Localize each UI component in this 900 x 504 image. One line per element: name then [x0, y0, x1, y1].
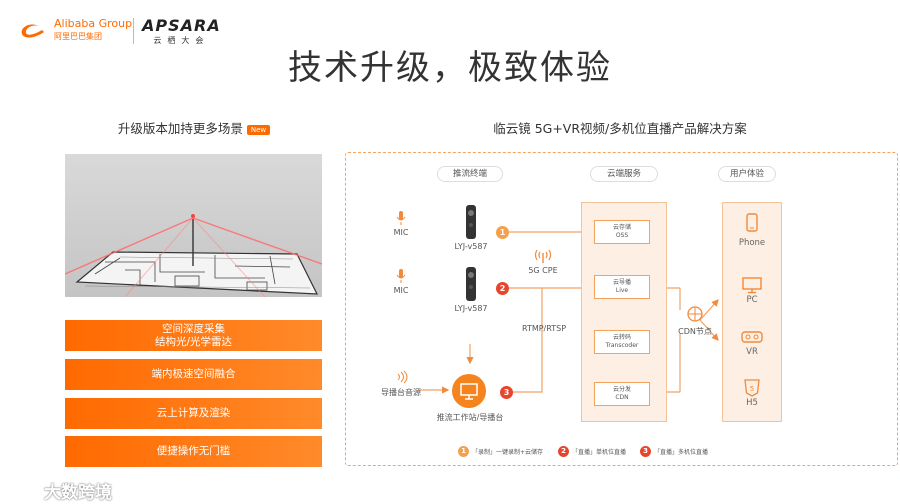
node-label-en: OSS — [615, 232, 629, 239]
legend-item-1: 1 「录制」一键录制+云储存 — [458, 446, 543, 457]
scan-scene-image — [65, 154, 322, 297]
node-cdn: 云分发 CDN — [594, 382, 650, 406]
left-panel-title-text: 升级版本加持更多场景 — [117, 121, 243, 136]
node-label-cn: 云分发 — [612, 386, 631, 393]
camera-device-icon — [466, 205, 476, 239]
section-push-terminal: 推流终端 — [437, 166, 503, 182]
apsara-logo: APSARA 云栖大会 — [142, 16, 221, 46]
feature-depth-capture: 空间深度采集 结构光/光学雷达 — [65, 320, 322, 351]
microphone-icon — [396, 211, 406, 225]
workstation-label: 推流工作站/导播台 — [436, 413, 504, 422]
svg-text:5: 5 — [750, 385, 754, 393]
section-user-experience: 用户体验 — [718, 166, 776, 182]
node-transcoder: 云转码 Transcoder — [594, 330, 650, 354]
apsara-brand-text: APSARA — [142, 16, 221, 35]
ux-vr-label: VR — [746, 347, 758, 357]
user-experience-panel — [722, 202, 782, 422]
camera-label-1: LYJ-v587 — [454, 242, 488, 251]
ux-phone-label: Phone — [738, 238, 766, 248]
ux-h5-label: H5 — [746, 398, 758, 408]
legend-text: 「直播」单机位直播 — [572, 449, 627, 456]
feature-label: 便捷操作无门槛 — [156, 445, 231, 457]
step-number-2: 2 — [496, 282, 509, 295]
feature-label: 空间深度采集 — [162, 322, 225, 335]
apsara-cn-text: 云栖大会 — [153, 36, 210, 45]
slide-title: 技术升级，极致体验 — [288, 48, 612, 88]
solution-title: 临云镜 5G+VR视频/多机位直播产品解决方案 — [493, 121, 747, 136]
logo-divider — [133, 18, 134, 44]
legend-number: 3 — [640, 446, 651, 457]
ux-pc-label: PC — [746, 295, 758, 305]
feature-label: 端内极速空间融合 — [151, 368, 236, 380]
watermark-logo-icon — [9, 482, 36, 499]
alibaba-brand-text: Alibaba Group — [54, 17, 133, 30]
legend-text: 「直播」多机位直播 — [654, 449, 709, 456]
feature-cloud-render: 云上计算及渲染 — [65, 398, 322, 429]
feature-sublabel: 结构光/光学雷达 — [154, 335, 233, 348]
director-audio-label: 导播台音源 — [381, 388, 421, 397]
legend-item-3: 3 「直播」多机位直播 — [640, 446, 708, 457]
alibaba-cn-text: 阿里巴巴集团 — [54, 32, 102, 41]
new-badge: New — [246, 124, 271, 135]
solution-diagram-frame — [345, 152, 898, 466]
cdn-node-label: CDN节点 — [678, 327, 712, 336]
legend-number: 1 — [458, 446, 469, 457]
feature-fast-fusion: 端内极速空间融合 — [65, 359, 322, 390]
alibaba-mark-icon — [21, 24, 44, 38]
antenna-icon — [534, 249, 552, 263]
feature-label: 云上计算及渲染 — [156, 407, 231, 419]
microphone-icon — [396, 269, 406, 283]
connector-arrow — [699, 299, 719, 321]
connector-arrow — [699, 319, 719, 341]
speaker-wave-icon — [397, 370, 408, 384]
node-live: 云导播 Live — [594, 275, 650, 299]
node-label-en: Live — [615, 287, 629, 294]
feature-easy-operation: 便捷操作无门槛 — [65, 436, 322, 467]
mic-label-2: MIC — [393, 286, 409, 295]
legend-number: 2 — [558, 446, 569, 457]
workstation-icon — [452, 374, 486, 408]
legend-item-2: 2 「直播」单机位直播 — [558, 446, 626, 457]
node-label-cn: 云导播 — [612, 279, 631, 286]
node-label-cn: 云转码 — [612, 334, 631, 341]
watermark-text: 大数跨境 — [44, 483, 112, 503]
camera-device-icon — [466, 267, 476, 301]
node-label-en: CDN — [615, 394, 629, 401]
watermark: 大数跨境 — [8, 478, 112, 503]
floorplan-laser-illustration — [65, 154, 322, 297]
alibaba-logo: Alibaba Group 阿里巴巴集团 — [18, 18, 132, 42]
cpe-label: 5G CPE — [528, 266, 558, 275]
html5-icon: 5 — [744, 379, 760, 397]
pc-icon — [742, 277, 762, 294]
monitor-icon — [460, 383, 478, 400]
mic-label-1: MIC — [393, 228, 409, 237]
rtmp-label: RTMP/RTSP — [521, 324, 567, 333]
cdn-node-icon — [687, 306, 703, 322]
step-number-1: 1 — [496, 226, 509, 239]
camera-label-2: LYJ-v587 — [454, 304, 488, 313]
node-label-en: Transcoder — [605, 342, 639, 349]
connector-line — [512, 288, 543, 393]
vr-headset-icon — [741, 331, 763, 343]
legend-text: 「录制」一键录制+云储存 — [472, 449, 544, 456]
section-cloud-service: 云端服务 — [590, 166, 658, 182]
step-number-3: 3 — [500, 386, 513, 399]
node-oss: 云存储 OSS — [594, 220, 650, 244]
node-label-cn: 云存储 — [612, 224, 631, 231]
phone-icon — [746, 213, 758, 232]
